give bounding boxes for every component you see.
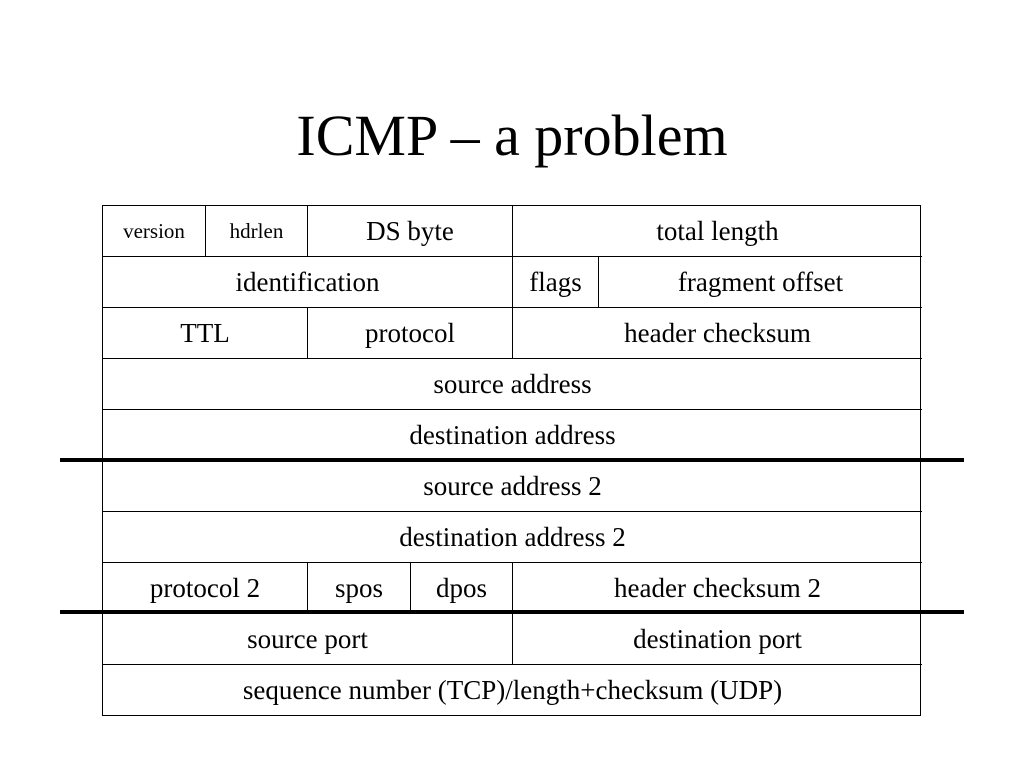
field-identification: identification <box>103 257 513 308</box>
field-ds-byte: DS byte <box>308 206 513 257</box>
field-flags: flags <box>513 257 599 308</box>
field-total-length: total length <box>513 206 922 257</box>
field-sequence-number: sequence number (TCP)/length+checksum (U… <box>242 674 783 705</box>
field-destination-address: destination address <box>103 410 922 461</box>
field-source-address-2: source address 2 <box>103 461 922 512</box>
slide-title: ICMP – a problem <box>296 103 728 168</box>
field-header-checksum: header checksum <box>513 308 922 359</box>
field-version: version <box>103 206 206 257</box>
field-hdrlen: hdrlen <box>206 206 308 257</box>
field-destination-port: destination port <box>513 614 922 665</box>
header-boundary-line-bottom <box>60 610 964 614</box>
field-source-port: source port <box>103 614 513 665</box>
packet-header-diagram: version hdrlen DS byte total length iden… <box>102 205 922 716</box>
field-ttl: TTL <box>103 308 308 359</box>
field-destination-address-2: destination address 2 <box>103 512 922 563</box>
field-dpos: dpos <box>411 563 513 614</box>
field-spos: spos <box>308 563 411 614</box>
field-source-address: source address <box>103 359 922 410</box>
field-protocol: protocol <box>308 308 513 359</box>
header-boundary-line-top <box>60 458 964 462</box>
field-protocol-2: protocol 2 <box>103 563 308 614</box>
field-fragment-offset: fragment offset <box>599 257 922 308</box>
field-header-checksum-2: header checksum 2 <box>513 563 922 614</box>
